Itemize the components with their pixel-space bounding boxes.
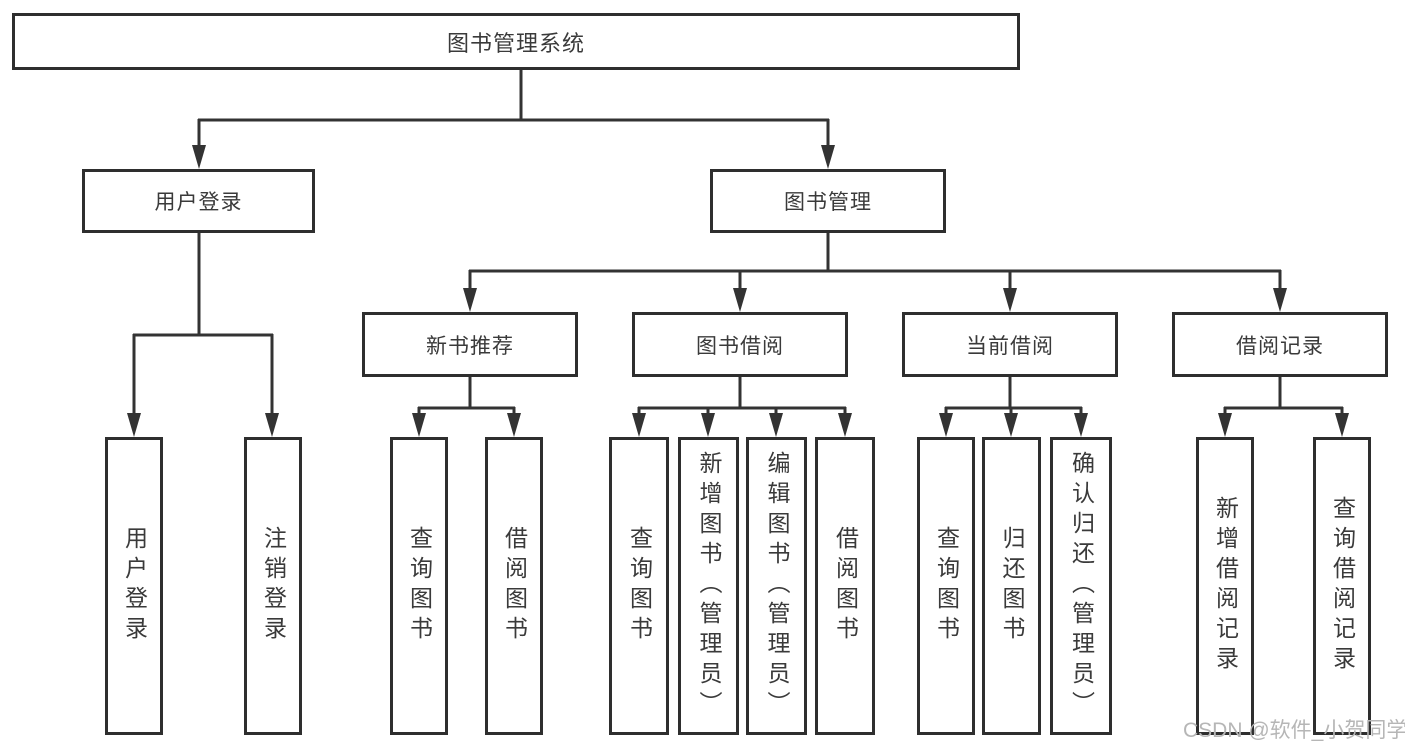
leaf-current-query-book-label: 查询图书 [933, 526, 960, 646]
leaf-edit-book-admin: 编辑图书（管理员） [746, 437, 807, 735]
node-book-management: 图书管理 [710, 169, 946, 233]
node-borrow-record-label: 借阅记录 [1236, 334, 1324, 358]
leaf-query-borrow-record-label: 查询借阅记录 [1329, 496, 1356, 676]
leaf-query-borrow-record: 查询借阅记录 [1313, 437, 1371, 735]
leaf-borrow-book: 借阅图书 [815, 437, 875, 735]
connector-user-login-to-leaves [127, 233, 279, 437]
leaf-return-book: 归还图书 [982, 437, 1041, 735]
leaf-add-book-admin: 新增图书（管理员） [678, 437, 739, 735]
node-book-borrow: 图书借阅 [632, 312, 848, 377]
leaf-add-book-admin-label: 新增图书（管理员） [696, 451, 722, 721]
leaf-edit-book-admin-label: 编辑图书（管理员） [764, 451, 790, 721]
leaf-return-book-label: 归还图书 [999, 526, 1025, 646]
node-new-book-recommend: 新书推荐 [362, 312, 578, 377]
node-current-borrow: 当前借阅 [902, 312, 1118, 377]
connector-new-book-recommend-to-leaves [412, 377, 521, 437]
node-user-login: 用户登录 [82, 169, 315, 233]
leaf-recommend-query-book-label: 查询图书 [406, 526, 433, 646]
leaf-recommend-borrow-book: 借阅图书 [485, 437, 543, 735]
leaf-confirm-return-admin-label: 确认归还（管理员） [1068, 451, 1095, 721]
leaf-recommend-borrow-book-label: 借阅图书 [501, 526, 528, 646]
node-book-borrow-label: 图书借阅 [696, 334, 784, 358]
leaf-add-borrow-record-label: 新增借阅记录 [1212, 496, 1239, 676]
connector-root-to-level2 [192, 70, 835, 169]
leaf-borrow-query-book: 查询图书 [609, 437, 669, 735]
node-new-book-recommend-label: 新书推荐 [426, 334, 514, 358]
connector-book-borrow-to-leaves [632, 377, 852, 437]
leaf-logout: 注销登录 [244, 437, 302, 735]
leaf-confirm-return-admin: 确认归还（管理员） [1050, 437, 1112, 735]
csdn-watermark: CSDN @软件_小贺同学 [1183, 719, 1405, 742]
leaf-user-login-label: 用户登录 [121, 526, 148, 646]
node-root-system: 图书管理系统 [12, 13, 1020, 70]
leaf-user-login: 用户登录 [105, 437, 163, 735]
leaf-recommend-query-book: 查询图书 [390, 437, 448, 735]
leaf-borrow-book-label: 借阅图书 [832, 526, 859, 646]
leaf-add-borrow-record: 新增借阅记录 [1196, 437, 1254, 735]
node-borrow-record: 借阅记录 [1172, 312, 1388, 377]
leaf-borrow-query-book-label: 查询图书 [626, 526, 653, 646]
connector-book-management-to-level3 [463, 233, 1287, 312]
node-root-system-label: 图书管理系统 [446, 30, 585, 56]
node-user-login-label: 用户登录 [154, 191, 243, 214]
node-current-borrow-label: 当前借阅 [966, 334, 1054, 358]
node-book-management-label: 图书管理 [784, 191, 872, 214]
connector-borrow-record-to-leaves [1218, 377, 1349, 437]
leaf-current-query-book: 查询图书 [917, 437, 975, 735]
leaf-logout-label: 注销登录 [260, 526, 287, 646]
connector-current-borrow-to-leaves [939, 377, 1088, 437]
